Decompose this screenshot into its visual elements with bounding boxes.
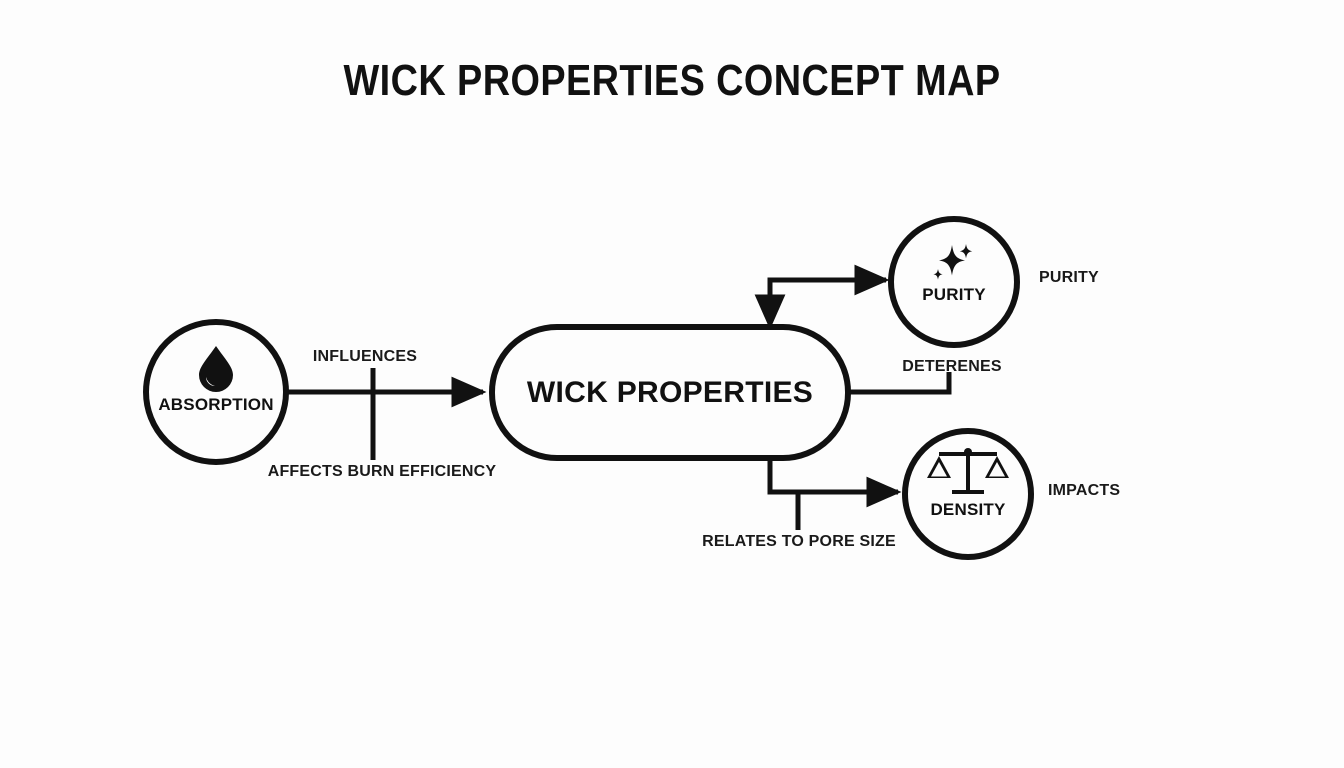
edge-label-impacts: IMPACTS (1048, 482, 1121, 499)
wick-properties-label: WICK PROPERTIES (526, 376, 814, 409)
sparkle-icon (933, 244, 973, 280)
edge-label-relates-to-pore-size: RELATES TO PORE SIZE (702, 533, 896, 550)
node-absorption[interactable] (143, 319, 289, 465)
edge-purity-path (767, 277, 884, 324)
purity-label: PURITY (922, 285, 986, 304)
edge-center-to-density (767, 458, 902, 530)
balance-scale-icon (927, 448, 1009, 494)
edge-center-right-stub (849, 372, 952, 395)
density-label: DENSITY (930, 500, 1006, 519)
edge-label-purity-side: PURITY (1039, 269, 1099, 286)
center-pill-outline (489, 324, 851, 461)
edge-center-to-purity (754, 264, 890, 330)
node-purity[interactable] (888, 216, 1020, 348)
page-title: WICK PROPERTIES CONCEPT MAP (343, 56, 1001, 105)
edge-absorption-to-center (287, 368, 487, 460)
edge-label-influences: INFLUENCES (312, 348, 418, 365)
edge-density-path (767, 458, 902, 508)
node-density[interactable] (902, 428, 1034, 560)
edge-deterenes-path (849, 372, 952, 395)
edge-label-affects-burn-efficiency: AFFECTS BURN EFFICIENCY (267, 463, 497, 480)
node-wick-properties[interactable] (489, 324, 851, 461)
purity-circle-outline (888, 216, 1020, 348)
water-drop-icon (199, 346, 233, 392)
absorption-label: ABSORPTION (158, 395, 274, 414)
edge-label-deterenes: DETERENES (902, 358, 1002, 375)
